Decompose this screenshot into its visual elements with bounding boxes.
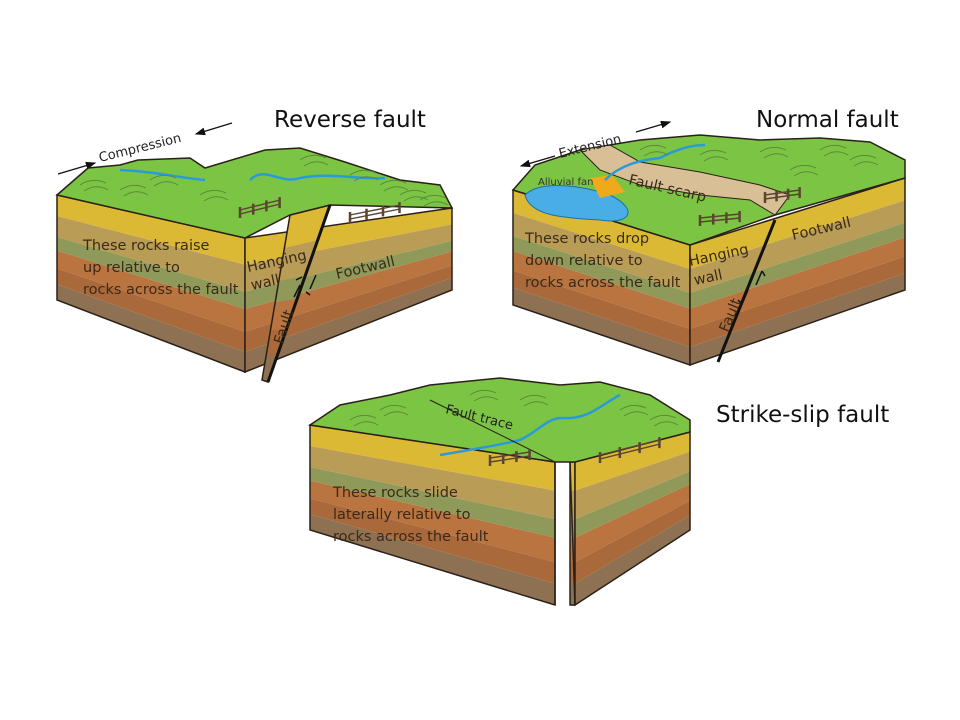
reverse-slip-arrow-up <box>293 276 303 298</box>
strike-slip-left-front-face-layer <box>310 425 555 491</box>
strike-slip-left-front-face-layer <box>310 514 555 605</box>
compression-arrow-left <box>57 161 97 175</box>
strike-slip-hill-marks <box>469 389 499 402</box>
strike-slip-left-front-face-layer <box>310 480 555 563</box>
normal-hill-marks <box>699 149 729 162</box>
reverse-hill-marks <box>399 189 429 202</box>
normal-hill-marks <box>639 144 669 157</box>
normal-front-face-layer <box>513 213 690 293</box>
strike-slip-block-text-3: rocks across the fault <box>333 529 489 545</box>
normal-hill-marks <box>789 164 819 177</box>
strike-slip-fence-2 <box>599 439 661 460</box>
reverse-slip-arrow-down <box>305 274 317 296</box>
strike-slip-hill-marks <box>379 404 409 417</box>
strike-slip-right-side-face-layer <box>575 451 690 520</box>
reverse-fence <box>239 199 281 215</box>
normal-side-face-layer <box>690 273 905 365</box>
reverse-block-text-1: These rocks raise <box>82 238 210 254</box>
reverse-front-face-layer <box>57 216 245 292</box>
normal-side-face-layer <box>690 237 905 329</box>
reverse-wedge-layer <box>278 240 318 281</box>
normal-block-text-3: rocks across the fault <box>525 275 681 291</box>
reverse-hill-marks <box>199 189 229 202</box>
strike-slip-block-text-1: These rocks slide <box>332 485 458 501</box>
normal-side-face-layer <box>690 200 905 293</box>
strike-slip-hill-marks <box>649 414 679 427</box>
strike-slip-top-surface <box>307 377 691 463</box>
normal-fence-2 <box>764 189 801 200</box>
normal-side-face-outline <box>689 176 906 367</box>
reverse-hill-marks <box>149 174 179 187</box>
reverse-front-face-layer <box>57 268 245 352</box>
reverse-hill-marks <box>379 179 409 192</box>
normal-hill-marks <box>849 154 879 167</box>
reverse-hanging-wall-2: wall <box>250 272 282 294</box>
strike-slip-hill-marks <box>519 394 549 407</box>
reverse-river <box>119 168 386 182</box>
normal-hill-marks <box>759 146 789 159</box>
reverse-hill-marks <box>119 184 149 197</box>
normal-front-face-layer <box>513 250 690 329</box>
reverse-wedge-layer <box>266 328 287 356</box>
extension-arrow-right <box>635 120 672 133</box>
normal-fence <box>699 213 741 223</box>
reverse-fence-2 <box>349 204 401 220</box>
reverse-side-face-layer <box>245 265 452 352</box>
normal-side-face-layer <box>690 222 905 309</box>
strike-slip-left-front-face-layer <box>310 498 555 584</box>
reverse-block-text-3: rocks across the fault <box>83 282 239 298</box>
reverse-side-face-layer <box>245 277 452 372</box>
reverse-fault-line <box>266 204 332 383</box>
strike-slip-river <box>439 393 621 457</box>
normal-front-face-layer <box>513 270 690 347</box>
compression-arrow-right <box>194 122 233 136</box>
strike-slip-block-text-2: laterally relative to <box>333 507 471 523</box>
strike-slip-fence <box>489 451 531 463</box>
strike-slip-fault-plane <box>554 461 576 606</box>
normal-side-face-layer <box>690 178 905 269</box>
strike-slip-right-side-face-layer <box>575 515 690 605</box>
normal-fault-line <box>716 219 777 363</box>
normal-slip-arrow-up <box>755 270 766 286</box>
strike-slip-right-side-face-layer <box>575 500 690 584</box>
strike-slip-left-front-face-layer <box>310 467 555 538</box>
reverse-front-face-layer <box>57 284 245 372</box>
strike-slip-right-side-face-layer <box>575 483 690 563</box>
normal-river <box>604 143 706 181</box>
strike-slip-fault-trace <box>429 399 556 463</box>
normal-side-face-layer <box>690 256 905 347</box>
reverse-fault-title: Reverse fault <box>274 107 426 133</box>
normal-hill-marks <box>819 144 849 157</box>
extension-arrow-left <box>519 155 556 168</box>
strike-slip-fault-title: Strike-slip fault <box>716 402 889 428</box>
normal-block-text-2: down relative to <box>525 253 643 269</box>
reverse-front-face-layer <box>57 237 245 310</box>
strike-slip-right-side-face-layer <box>575 471 690 538</box>
strike-slip-left-front-face-layer <box>310 446 555 520</box>
reverse-hill-marks <box>419 194 449 207</box>
strike-slip-right-side-face-layer <box>575 432 690 491</box>
reverse-side-face-layer <box>245 251 452 332</box>
reverse-block-text-2: up relative to <box>83 260 180 276</box>
reverse-hill-marks <box>349 169 379 182</box>
normal-slip-arrow-down <box>737 289 749 305</box>
reverse-wedge-layer <box>270 298 298 331</box>
strike-slip-hill-marks <box>349 414 379 427</box>
alluvial-fan-label: Alluvial fan <box>538 177 594 188</box>
normal-fault-title: Normal fault <box>756 107 899 133</box>
reverse-hill-marks <box>299 154 329 167</box>
normal-front-face-layer <box>513 236 690 309</box>
reverse-front-face-layer <box>57 195 245 265</box>
reverse-hill-marks <box>79 179 109 192</box>
normal-block-text-1: These rocks drop <box>524 231 649 247</box>
strike-slip-hill-marks <box>619 404 649 417</box>
reverse-side-face-outline <box>244 207 453 374</box>
normal-hanging-wall-2: wall <box>693 267 725 289</box>
reverse-top-surface <box>55 147 454 239</box>
alluvial-fan <box>590 175 625 198</box>
reverse-front-face-layer <box>57 250 245 332</box>
normal-front-face-layer <box>513 287 690 365</box>
